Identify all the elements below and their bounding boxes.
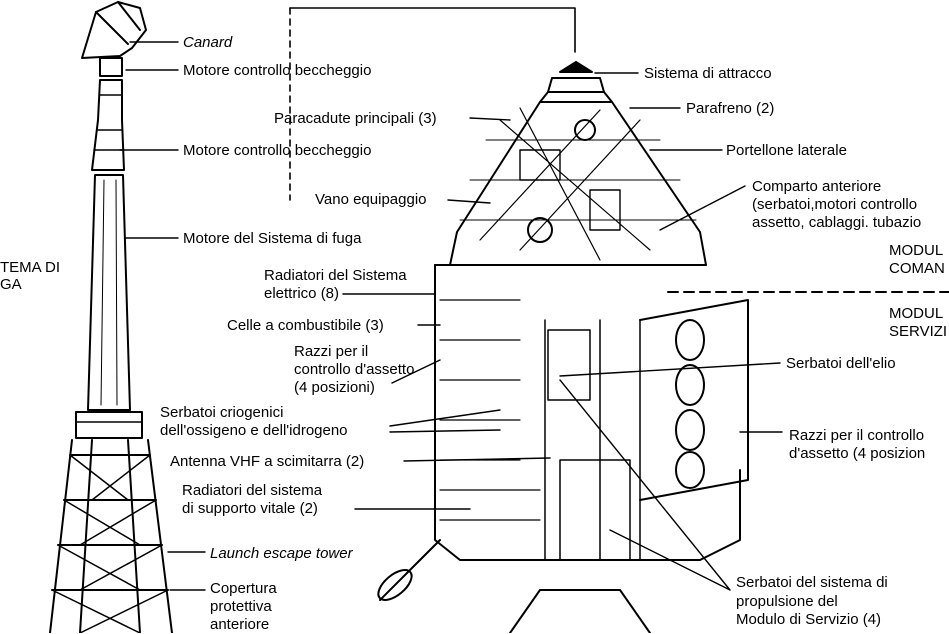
label-comparto-3: assetto, cablaggi. tubazio xyxy=(752,214,922,231)
service-module-drawing xyxy=(377,264,749,633)
label-comparto-1: Comparto anteriore xyxy=(752,178,882,195)
label-radiatori-vitale-1: Radiatori del sistema xyxy=(182,482,323,499)
label-portellone: Portellone laterale xyxy=(726,142,847,159)
label-razzi-sm-2: d'assetto (4 posizion xyxy=(789,445,926,462)
label-paracadute: Paracadute principali (3) xyxy=(274,110,437,127)
label-canard: Canard xyxy=(183,34,233,51)
label-antenna: Antenna VHF a scimitarra (2) xyxy=(170,453,365,470)
label-criogenici-2: dell'ossigeno e dell'idrogeno xyxy=(160,422,348,439)
label-razzi-sm-1: Razzi per il controllo xyxy=(789,427,925,444)
label-copertura-2: protettiva xyxy=(210,598,272,615)
label-copertura-1: Copertura xyxy=(210,580,277,597)
label-modulo-comando-2: COMAN xyxy=(889,260,945,277)
label-propulsione-2: propulsione del xyxy=(736,593,838,610)
label-propulsione-1: Serbatoi del sistema di xyxy=(736,574,888,591)
label-criogenici-1: Serbatoi criogenici xyxy=(160,404,284,421)
label-comparto-2: (serbatoi,motori controllo xyxy=(752,196,918,213)
label-motore-fuga: Motore del Sistema di fuga xyxy=(183,230,362,247)
label-celle: Celle a combustibile (3) xyxy=(227,317,384,334)
label-razzi-cm-1: Razzi per il xyxy=(294,343,369,360)
label-modulo-servizio-1: MODUL xyxy=(889,305,944,322)
label-razzi-cm-2: controllo d'assetto xyxy=(294,361,415,378)
label-radiatori-vitale-2: di supporto vitale (2) xyxy=(182,500,318,517)
label-radiatori-elettrico-1: Radiatori del Sistema xyxy=(264,267,407,284)
label-sistema-fuga-2: GA xyxy=(0,276,22,293)
label-sistema-fuga-1: TEMA DI xyxy=(0,259,61,276)
leader-lines xyxy=(119,41,783,591)
label-propulsione-3: Modulo di Servizio (4) xyxy=(736,611,882,628)
command-module-drawing xyxy=(449,61,707,266)
label-modulo-servizio-2: SERVIZI xyxy=(889,323,948,340)
label-sistema-attracco: Sistema di attracco xyxy=(644,65,772,82)
label-copertura-3: anteriore xyxy=(210,616,270,633)
label-razzi-cm-3: (4 posizioni) xyxy=(294,379,375,396)
label-motore-beccheggio-1: Motore controllo beccheggio xyxy=(183,62,372,79)
label-radiatori-elettrico-2: elettrico (8) xyxy=(264,285,340,302)
label-modulo-comando-1: MODUL xyxy=(889,242,944,259)
label-vano: Vano equipaggio xyxy=(315,191,427,208)
escape-tower-drawing xyxy=(49,1,173,633)
label-parafreno: Parafreno (2) xyxy=(686,100,775,117)
label-motore-beccheggio-2: Motore controllo beccheggio xyxy=(183,142,372,159)
label-serbatoi-elio: Serbatoi dell'elio xyxy=(786,355,896,372)
label-launch-escape: Launch escape tower xyxy=(210,545,353,562)
